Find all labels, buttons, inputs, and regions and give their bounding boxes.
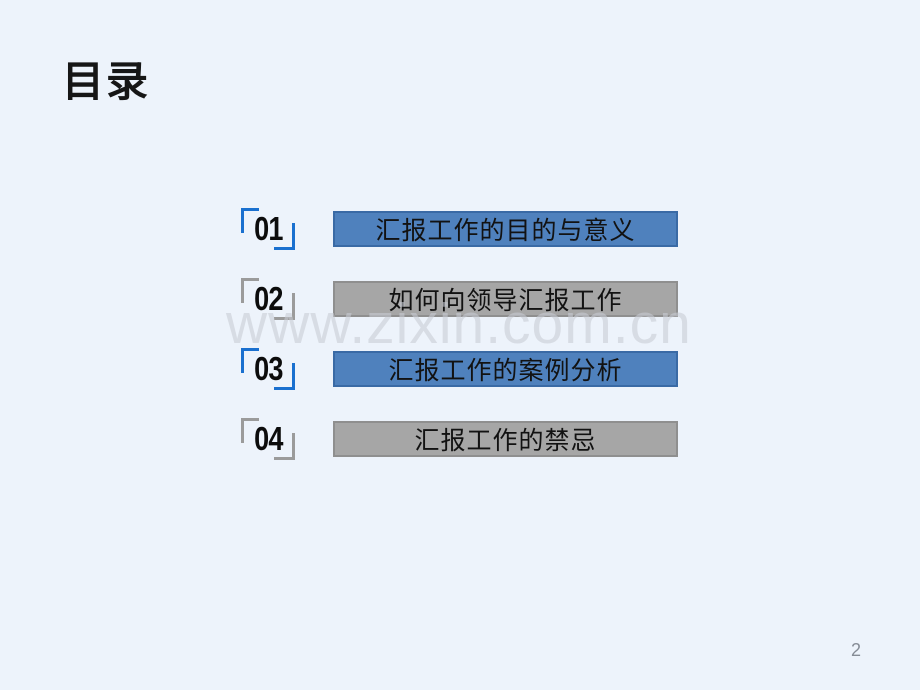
toc-item-number: 02 [253, 279, 283, 317]
toc-item-number-group: 01 [241, 206, 295, 250]
corner-bracket-top-left-icon [241, 278, 259, 303]
toc-item-number: 03 [253, 349, 283, 387]
corner-bracket-bottom-right-icon [274, 363, 295, 390]
toc-item-number: 04 [253, 419, 283, 457]
corner-bracket-top-left-icon [241, 348, 259, 373]
corner-bracket-bottom-right-icon [274, 433, 295, 460]
toc-item-number-group: 04 [241, 416, 295, 460]
toc-item-bar: 汇报工作的案例分析 [333, 351, 678, 387]
toc-item-label: 汇报工作的目的与意义 [375, 217, 636, 245]
page-title: 目录 [62, 58, 151, 105]
toc-item-label: 如何向领导汇报工作 [388, 287, 623, 315]
page-number: 2 [851, 640, 862, 660]
toc-item: 04 汇报工作的禁忌 [241, 416, 678, 460]
toc-item: 01 汇报工作的目的与意义 [241, 206, 678, 250]
corner-bracket-bottom-right-icon [274, 223, 295, 250]
toc-item: 02 如何向领导汇报工作 [241, 276, 678, 320]
toc-item: 03 汇报工作的案例分析 [241, 346, 678, 390]
toc-item-number-group: 03 [241, 346, 295, 390]
toc-item-number-group: 02 [241, 276, 295, 320]
corner-bracket-top-left-icon [241, 208, 259, 233]
toc-list: 01 汇报工作的目的与意义 02 如何向领导汇报工作 03 汇报工作的案例分析 … [241, 206, 678, 460]
corner-bracket-bottom-right-icon [274, 293, 295, 320]
toc-item-number: 01 [253, 209, 283, 247]
toc-item-bar: 汇报工作的禁忌 [333, 421, 678, 457]
toc-item-bar: 汇报工作的目的与意义 [333, 211, 678, 247]
toc-item-label: 汇报工作的禁忌 [414, 427, 597, 455]
toc-item-label: 汇报工作的案例分析 [388, 357, 623, 385]
toc-item-bar: 如何向领导汇报工作 [333, 281, 678, 317]
corner-bracket-top-left-icon [241, 418, 259, 443]
